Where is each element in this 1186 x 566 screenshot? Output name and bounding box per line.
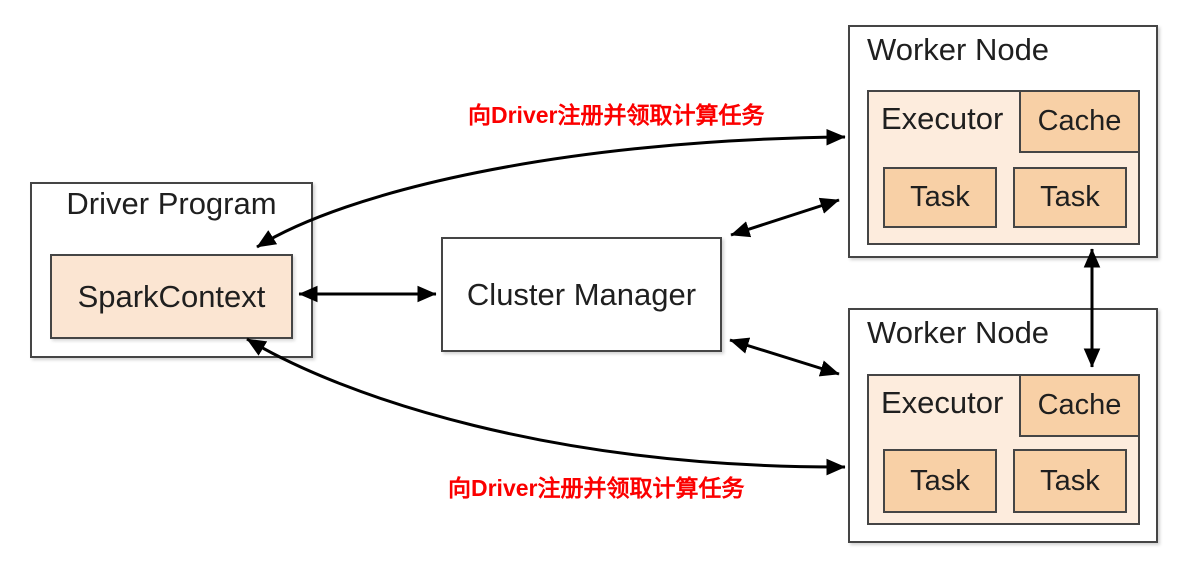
cluster-manager-title: Cluster Manager bbox=[466, 276, 697, 312]
arrow-driver-worker2-register bbox=[246, 337, 846, 476]
worker-1-cache-box: Cache bbox=[1019, 90, 1140, 153]
worker-1-task-1-label: Task bbox=[910, 181, 970, 213]
worker-2-cache-box: Cache bbox=[1019, 374, 1140, 437]
worker-1-executor-label: Executor bbox=[881, 101, 1004, 136]
arrow-driver-worker1-register bbox=[256, 128, 846, 249]
driver-program-box: Driver Program SparkContext bbox=[30, 182, 313, 358]
worker-2-cache-label: Cache bbox=[1037, 389, 1122, 421]
worker-1-task-2-box: Task bbox=[1013, 167, 1127, 228]
worker-2-task-2-label: Task bbox=[1040, 464, 1100, 497]
sparkcontext-label: SparkContext bbox=[77, 278, 266, 314]
worker-1-task-2-label: Task bbox=[1040, 181, 1100, 213]
worker-2-task-1-box: Task bbox=[883, 449, 997, 513]
worker-2-task-2-box: Task bbox=[1013, 449, 1127, 513]
worker-node-2-title: Worker Node bbox=[867, 315, 1050, 350]
worker-1-cache-label: Cache bbox=[1037, 105, 1122, 137]
driver-program-title: Driver Program bbox=[66, 186, 277, 221]
worker-2-executor-box: Executor Cache Task Task bbox=[867, 374, 1140, 525]
worker-node-1-box: Worker Node Executor Cache Task Task bbox=[848, 25, 1158, 258]
worker-2-executor-label: Executor bbox=[881, 385, 1004, 420]
annotation-register-top: 向Driver注册并领取计算任务 bbox=[468, 102, 765, 128]
sparkcontext-box: SparkContext bbox=[50, 254, 293, 339]
annotation-register-bottom: 向Driver注册并领取计算任务 bbox=[448, 475, 745, 501]
cluster-manager-box: Cluster Manager bbox=[441, 237, 722, 352]
arrow-clustermanager-worker2 bbox=[729, 337, 840, 377]
worker-node-1-title: Worker Node bbox=[867, 32, 1050, 67]
worker-node-2-box: Worker Node Executor Cache Task Task bbox=[848, 308, 1158, 543]
arrow-clustermanager-worker1 bbox=[730, 197, 840, 238]
worker-1-task-1-box: Task bbox=[883, 167, 997, 228]
worker-1-executor-box: Executor Cache Task Task bbox=[867, 90, 1140, 245]
worker-2-task-1-label: Task bbox=[910, 464, 970, 497]
